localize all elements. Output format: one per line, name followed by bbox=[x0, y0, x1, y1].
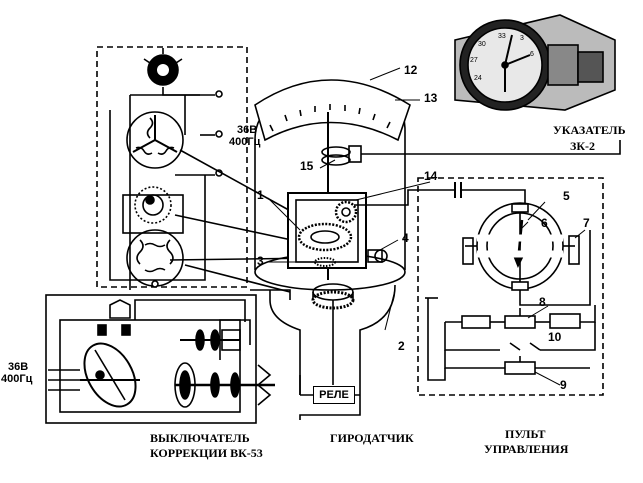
rotor-disk bbox=[143, 48, 183, 86]
dial-num-27: 27 bbox=[470, 57, 478, 64]
label-7: 7 bbox=[583, 216, 590, 230]
power-top-voltage: 36В bbox=[237, 124, 258, 136]
power-left-voltage: 36В bbox=[8, 361, 29, 373]
synchro-element bbox=[122, 186, 184, 234]
three-phase-motor bbox=[126, 111, 184, 169]
power-left-frequency: 400Гц bbox=[1, 373, 33, 385]
label-14: 14 bbox=[424, 169, 438, 183]
dial-num-33: 33 bbox=[498, 33, 506, 40]
dial-num-30: 30 bbox=[478, 41, 486, 48]
label-6: 6 bbox=[541, 216, 548, 230]
label-13: 13 bbox=[424, 91, 438, 105]
label-2: 2 bbox=[398, 339, 405, 353]
label-4: 4 bbox=[402, 231, 409, 245]
switch-caption-line2: КОРРЕКЦИИ ВК-53 bbox=[150, 446, 263, 460]
bridge-meter bbox=[476, 202, 564, 291]
label-12: 12 bbox=[404, 63, 418, 77]
power-top-frequency: 400Гц bbox=[229, 136, 261, 148]
panel-caption-line1: ПУЛЬТ bbox=[505, 427, 546, 441]
control-panel-box bbox=[417, 177, 604, 396]
panel-caption-line2: УПРАВЛЕНИЯ bbox=[484, 442, 569, 456]
dial-num-3: 3 bbox=[520, 35, 524, 42]
label-9: 9 bbox=[560, 378, 567, 392]
indicator-caption-line1: УКАЗАТЕЛЬ bbox=[553, 123, 626, 137]
gyro-sensor bbox=[254, 79, 621, 396]
resistor-10 bbox=[549, 313, 581, 329]
pendulum-switch bbox=[80, 299, 140, 408]
label-15: 15 bbox=[300, 159, 314, 173]
label-1: 1 bbox=[257, 188, 264, 202]
label-10: 10 bbox=[548, 330, 562, 344]
motor-section-box bbox=[96, 46, 248, 288]
relay-box: РЕЛЕ bbox=[313, 386, 355, 404]
resistor-7 bbox=[568, 235, 580, 265]
gyro-caption: ГИРОДАТЧИК bbox=[330, 431, 414, 445]
indicator-caption-line2: ЗК-2 bbox=[570, 139, 596, 153]
resistor-8 bbox=[504, 315, 536, 329]
label-3: 3 bbox=[257, 254, 264, 268]
switch-caption-line1: ВЫКЛЮЧАТЕЛЬ bbox=[150, 431, 250, 445]
correction-switch-box bbox=[45, 294, 257, 424]
dial-num-24: 24 bbox=[474, 75, 482, 82]
lower-motor bbox=[126, 229, 184, 287]
label-8: 8 bbox=[539, 295, 546, 309]
resistor-9 bbox=[504, 361, 536, 375]
dial-num-6: 6 bbox=[530, 51, 534, 58]
indicator-zk2-photo bbox=[454, 14, 616, 111]
resistor-left bbox=[462, 237, 474, 265]
rotary-switches bbox=[174, 319, 275, 408]
label-5: 5 bbox=[563, 189, 570, 203]
